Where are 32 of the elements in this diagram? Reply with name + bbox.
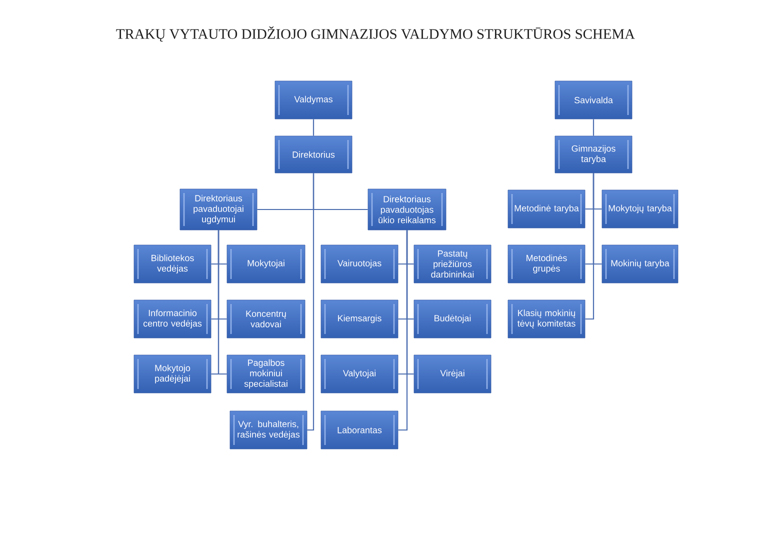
position-box: Bibliotekos vedėjas [134, 244, 212, 284]
position-box: Kiemsargis [320, 300, 398, 338]
connector-line [307, 173, 314, 431]
position-box: Laborantas [320, 410, 398, 450]
position-box: Metodinės grupės [508, 244, 586, 284]
connector-line [398, 230, 408, 431]
position-box: Vairuotojas [320, 244, 398, 284]
position-box: Metodinė taryba [508, 190, 586, 228]
position-box: Budėtojai [414, 300, 492, 338]
position-box: Vyr. buhalteris, rašinės vedėjas [230, 410, 308, 450]
position-box: Koncentrų vadovai [226, 300, 306, 338]
title: TRAKŲ VYTAUTO DIDŽIOJO GIMNAZIJOS VALDYMO STRUKTŪROS SCHEMA [116, 26, 635, 42]
position-box: Pagalbos mokiniui specialistai [226, 354, 306, 394]
position-box: Valytojai [320, 354, 398, 394]
connector-line [218, 230, 227, 375]
position-box: Informacinio centro vedėjas [134, 300, 212, 338]
connector-line [312, 119, 314, 136]
position-box: Mokinių taryba [602, 244, 678, 284]
position-box: Pastatų priežiūros darbininkai [414, 244, 492, 284]
connector-line [585, 173, 594, 320]
position-box: Valdymas [274, 80, 352, 120]
position-box: Direktorius [274, 136, 352, 174]
position-box: Virėjai [414, 354, 492, 394]
position-box: Gimnazijos taryba [554, 136, 632, 174]
position-box: Mokytojai [226, 244, 306, 284]
position-box: Mokytojų taryba [602, 190, 678, 228]
position-box: Mokytojo padėjėjai [134, 354, 212, 394]
position-box: Klasių mokinių tėvų komitetas [508, 300, 586, 338]
position-box: Direktoriaus pavaduotojai ugdymui [180, 188, 258, 230]
position-box: Direktoriaus pavaduotojas ūkio reikalams [368, 188, 446, 230]
position-box: Savivalda [554, 80, 632, 120]
connector-line [592, 119, 594, 136]
